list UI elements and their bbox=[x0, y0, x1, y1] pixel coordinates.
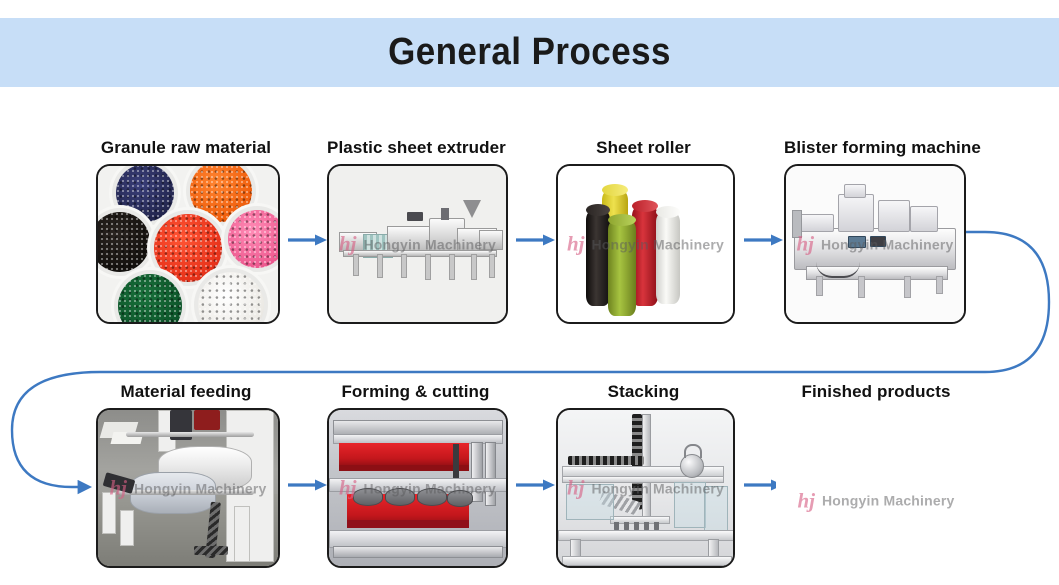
step-image-frame: hj Hongyin Machinery bbox=[776, 408, 976, 580]
step-image-frame: hj Hongyin Machinery bbox=[327, 164, 508, 324]
roll-black bbox=[586, 210, 610, 306]
pellet-pan-white bbox=[194, 268, 268, 322]
step-image-frame: hj Hongyin Machinery bbox=[556, 164, 735, 324]
extruder-photo bbox=[329, 166, 506, 322]
pellet-pan-red bbox=[150, 210, 226, 286]
roll-olive bbox=[608, 220, 636, 316]
roll-red bbox=[632, 206, 658, 306]
step-label: Blister forming machine bbox=[784, 138, 981, 157]
arrow-step3-to-step4 bbox=[744, 233, 784, 247]
pellet-pan-black bbox=[98, 208, 154, 276]
step-image-frame: hj Hongyin Machinery bbox=[556, 408, 735, 568]
finished-products-photo bbox=[776, 408, 976, 580]
sheet-roller-photo bbox=[558, 166, 733, 322]
step-image-frame: hj Hongyin Machinery bbox=[327, 408, 508, 568]
pellet-pan-pink bbox=[224, 206, 278, 272]
step-label: Material feeding bbox=[120, 382, 252, 401]
step-label: Granule raw material bbox=[100, 138, 272, 157]
material-feeding-photo bbox=[98, 410, 278, 566]
arrow-step2-to-step3 bbox=[516, 233, 556, 247]
step-label: Plastic sheet extruder bbox=[327, 138, 506, 157]
arrow-step6-to-step7 bbox=[516, 478, 556, 492]
stacking-photo bbox=[558, 410, 733, 566]
pellet-pan-green bbox=[114, 270, 186, 322]
arrow-step1-to-step2 bbox=[288, 233, 328, 247]
step-image-frame: hj Hongyin Machinery bbox=[96, 408, 280, 568]
step-image-frame: hj Hongyin Machinery bbox=[784, 164, 966, 324]
step-label: Sheet roller bbox=[596, 138, 691, 157]
header-band bbox=[0, 18, 1059, 87]
step-image-frame bbox=[96, 164, 280, 324]
forming-cutting-photo bbox=[329, 410, 506, 566]
page-title: General Process bbox=[388, 31, 671, 73]
roll-white bbox=[656, 212, 680, 304]
arrow-step5-to-step6 bbox=[288, 478, 328, 492]
step-label: Finished products bbox=[801, 382, 951, 401]
step-label: Forming & cutting bbox=[341, 382, 490, 401]
blister-machine-photo bbox=[786, 166, 964, 322]
granule-photo bbox=[98, 166, 278, 322]
step-label: Stacking bbox=[607, 382, 680, 401]
